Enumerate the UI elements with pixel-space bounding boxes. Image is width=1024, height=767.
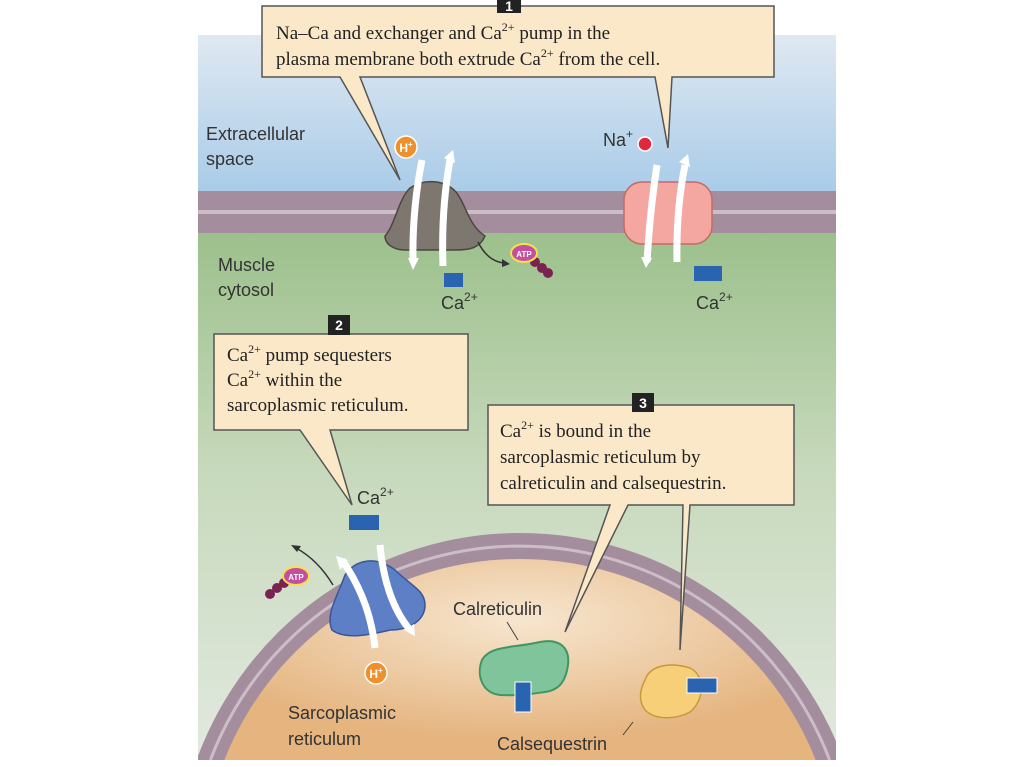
proton-icon — [394, 135, 418, 159]
label-cytosol: cytosol — [218, 280, 274, 300]
proton-icon — [364, 661, 388, 685]
calcium-ion-icon — [444, 273, 463, 287]
arrow-icon — [673, 164, 689, 263]
callout-1: 1 Na–Ca and exchanger and Ca2+ pump in t… — [261, 0, 775, 181]
calcium-ion-icon — [514, 681, 532, 713]
arrow-icon — [409, 159, 426, 263]
svg-text:sarcoplasmic reticulum by: sarcoplasmic reticulum by — [500, 447, 701, 468]
svg-text:plasma membrane both extrude: plasma membrane both extrude Ca2+ from t… — [276, 46, 660, 70]
svg-text:ATP: ATP — [516, 250, 532, 259]
svg-text:sarcoplasmic reticulum.: sarcoplasmic reticulum. — [227, 395, 409, 416]
calcium-ion-icon — [349, 515, 379, 530]
label-muscle: Muscle — [218, 255, 275, 275]
label-calsequestrin: Calsequestrin — [497, 734, 607, 754]
atp-icon: ATP — [510, 243, 553, 278]
svg-text:1: 1 — [505, 0, 513, 14]
label-reticulum: reticulum — [288, 729, 361, 749]
sr-ca-pump — [291, 544, 426, 649]
ca-label: Ca2+ — [357, 485, 394, 508]
na-ca-exchanger — [623, 154, 713, 268]
atp-icon: ATP — [265, 566, 310, 599]
arrow-icon — [439, 159, 454, 267]
arrow-icon — [643, 164, 661, 263]
label-sarcoplasmic: Sarcoplasmic — [288, 703, 396, 723]
svg-text:Ca2+ pump sequesters: Ca2+ pump sequesters — [227, 342, 392, 366]
label-calreticulin: Calreticulin — [453, 599, 542, 619]
svg-text:H+: H+ — [369, 666, 383, 681]
svg-text:Ca2+ is bound in the: Ca2+ is bound in the — [500, 418, 651, 442]
svg-text:Na–Ca and exchanger and Ca2+: Na–Ca and exchanger and Ca2+ pump in the — [276, 20, 610, 44]
na-label: Na+ — [603, 127, 633, 150]
calcium-ion-icon — [686, 677, 718, 694]
ca-label: Ca2+ — [441, 290, 478, 313]
plasma-membrane-ca-pump — [384, 150, 510, 270]
calreticulin-protein — [478, 640, 570, 697]
callout-2: 2 Ca2+ pump sequesters Ca2+ within the s… — [213, 315, 469, 506]
svg-text:H+: H+ — [399, 140, 413, 155]
svg-text:calreticulin and calsequestrin: calreticulin and calsequestrin. — [500, 473, 726, 494]
calcium-ion-icon — [694, 266, 722, 281]
arrow-icon — [339, 557, 379, 649]
svg-text:ATP: ATP — [288, 573, 304, 582]
label-space: space — [206, 149, 254, 169]
svg-text:Ca2+ within the: Ca2+ within the — [227, 367, 342, 391]
arrow-icon — [376, 544, 413, 633]
label-extracellular: Extracellular — [206, 124, 305, 144]
sodium-ion-icon — [637, 136, 653, 152]
svg-text:3: 3 — [639, 395, 647, 411]
ca-label: Ca2+ — [696, 290, 733, 313]
calsequestrin-protein — [639, 664, 702, 719]
svg-text:2: 2 — [335, 317, 343, 333]
callout-3: 3 Ca2+ is bound in the sarcoplasmic reti… — [487, 393, 795, 651]
